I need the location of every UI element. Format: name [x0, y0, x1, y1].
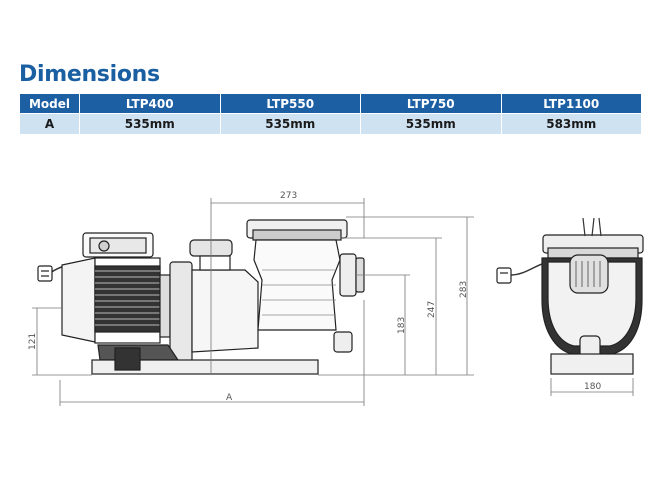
pump-front-view — [496, 217, 644, 375]
cell-dimension-label: A — [19, 113, 80, 135]
pump-technical-drawing: 273 283 247 183 121 A 180 — [28, 191, 644, 406]
cell-ltp750: 535mm — [360, 113, 502, 135]
header-ltp1100: LTP1100 — [500, 93, 642, 114]
front-view-dimensions — [550, 378, 634, 396]
header-model: Model — [19, 93, 80, 114]
header-ltp400: LTP400 — [79, 93, 221, 114]
table-header-row: Model LTP400 LTP550 LTP750 LTP1100 — [19, 93, 642, 114]
page-title: Dimensions — [19, 62, 160, 87]
cell-ltp1100: 583mm — [500, 113, 642, 135]
side-view-dimensions — [32, 198, 474, 406]
table-row: A 535mm 535mm 535mm 583mm — [19, 113, 642, 135]
cell-ltp400: 535mm — [79, 113, 221, 135]
dim-label-180: 180 — [584, 382, 601, 392]
pump-side-view — [37, 219, 365, 375]
dim-label-283: 283 — [459, 281, 469, 298]
dim-label-121: 121 — [28, 333, 38, 350]
header-ltp550: LTP550 — [219, 93, 361, 114]
dim-label-247: 247 — [427, 301, 437, 318]
dim-label-273: 273 — [280, 191, 297, 201]
dim-label-a: A — [226, 393, 233, 403]
cell-ltp550: 535mm — [219, 113, 361, 135]
dimensions-table: Model LTP400 LTP550 LTP750 LTP1100 A 535… — [19, 93, 642, 135]
dim-label-183: 183 — [397, 317, 407, 334]
header-ltp750: LTP750 — [360, 93, 502, 114]
